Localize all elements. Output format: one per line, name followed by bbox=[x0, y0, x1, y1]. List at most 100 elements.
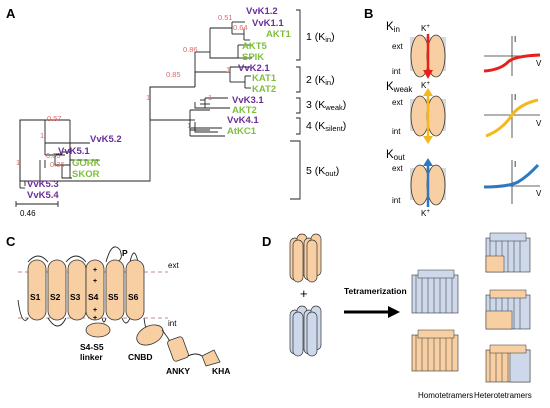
leaf-vvk5-1: VvK5.1 bbox=[58, 146, 90, 157]
segment-s1 bbox=[27, 259, 47, 321]
leaf-skor: SKOR bbox=[72, 169, 100, 180]
leaf-akt1: AKT1 bbox=[266, 29, 292, 40]
bootstrap-value: 0.85 bbox=[166, 70, 181, 79]
int-label: int bbox=[168, 319, 177, 328]
ext-label: ext bbox=[392, 42, 403, 51]
segment-label: S4 bbox=[88, 292, 99, 302]
channel-kweak bbox=[410, 88, 446, 144]
leaf-vvk1-2: VvK1.2 bbox=[246, 6, 278, 17]
plus-sign: + bbox=[300, 286, 308, 301]
scale-bar bbox=[15, 201, 59, 207]
int-label: int bbox=[392, 127, 401, 136]
v-axis-label: V bbox=[536, 189, 542, 198]
tetramerization-label: Tetramerization bbox=[344, 286, 407, 296]
ext-label: ext bbox=[392, 98, 403, 107]
bootstrap-value: 0.51 bbox=[218, 13, 233, 22]
svg-text:+: + bbox=[93, 267, 97, 274]
arrow-head-down bbox=[423, 136, 433, 144]
s4-s5-linker bbox=[85, 322, 111, 338]
cnbd-label: CNBD bbox=[128, 352, 153, 362]
linker-path bbox=[187, 353, 203, 357]
i-axis-label: I bbox=[514, 35, 516, 44]
bootstrap-value: 0.57 bbox=[47, 114, 62, 123]
k-ion-label: K+ bbox=[421, 81, 430, 90]
svg-text:+: + bbox=[93, 315, 97, 322]
segment-s4 bbox=[85, 259, 105, 321]
bootstrap-value: 1 bbox=[40, 131, 44, 140]
anky-label: ANKY bbox=[166, 366, 190, 376]
linker-label-2: linker bbox=[80, 352, 103, 362]
bootstrap-value: 1 bbox=[16, 158, 20, 167]
group-label-3: 3 (Kweak) bbox=[306, 99, 346, 112]
leaf-kat2: KAT2 bbox=[252, 84, 276, 95]
s4-plus-charges: ++++ bbox=[93, 267, 97, 322]
leaf-atkc1: AtKC1 bbox=[227, 126, 257, 137]
segment-label: S5 bbox=[108, 292, 119, 302]
iv-curve-kin bbox=[483, 36, 541, 76]
leaf-vvk4-1: VvK4.1 bbox=[227, 115, 259, 126]
panel-a-label: A bbox=[6, 6, 16, 21]
scale-bar-label: 0.46 bbox=[20, 209, 36, 218]
bootstrap-value: 0.64 bbox=[233, 23, 248, 32]
orange-subunit-bundle bbox=[289, 233, 322, 283]
group-label-1: 1 (Kin) bbox=[306, 31, 335, 44]
bootstrap-value: 1 bbox=[208, 93, 212, 102]
k-ion-label: K+ bbox=[421, 209, 430, 218]
svg-text:+: + bbox=[93, 278, 97, 285]
phylogenetic-tree bbox=[19, 21, 252, 189]
kha-label: KHA bbox=[212, 366, 230, 376]
channel-kin bbox=[410, 34, 446, 79]
panel-d-label: D bbox=[262, 234, 271, 249]
i-axis-label: I bbox=[514, 160, 516, 169]
leaf-vvk5-2: VvK5.2 bbox=[90, 134, 122, 145]
bootstrap-value: 0.86 bbox=[183, 45, 198, 54]
group-label-4: 4 (Ksilent) bbox=[306, 120, 346, 133]
i-axis-label: I bbox=[514, 93, 516, 102]
kin-label: Kin bbox=[386, 21, 400, 34]
kha-domain bbox=[201, 349, 221, 367]
bootstrap-value: 1 bbox=[187, 121, 191, 130]
leaf-spik: SPIK bbox=[242, 52, 264, 63]
blue-subunit-bundle bbox=[289, 305, 322, 357]
panel-c-label: C bbox=[6, 234, 16, 249]
segment-s6 bbox=[125, 259, 145, 321]
kweak-label: Kweak bbox=[386, 81, 413, 94]
segment-s2 bbox=[47, 259, 67, 321]
p-loop bbox=[105, 246, 122, 263]
leaf-vvk3-1: VvK3.1 bbox=[232, 95, 264, 106]
ext-label: ext bbox=[168, 261, 179, 270]
segment-label: S2 bbox=[50, 292, 61, 302]
leaf-vvk5-3: VvK5.3 bbox=[27, 179, 59, 190]
v-axis-label: V bbox=[536, 59, 542, 68]
bootstrap-value: 0.36 bbox=[50, 160, 65, 169]
leaf-gork: GORK bbox=[72, 158, 101, 169]
cnbd-domain bbox=[136, 324, 164, 346]
heterotetramers-label: Heterotetramers bbox=[474, 391, 532, 400]
arrow-head bbox=[388, 306, 400, 318]
arrow-head-up bbox=[423, 88, 433, 96]
bootstrap-value: 1 bbox=[146, 93, 150, 102]
leaf-kat1: KAT1 bbox=[252, 73, 277, 84]
homotetramers-label: Homotetramers bbox=[418, 391, 473, 400]
v-axis-label: V bbox=[536, 119, 542, 128]
leaf-vvk5-4: VvK5.4 bbox=[27, 190, 59, 201]
linker-label-1: S4-S5 bbox=[80, 342, 104, 352]
homotetramer-orange bbox=[411, 329, 459, 372]
leaf-vvk1-1: VvK1.1 bbox=[252, 18, 284, 29]
arrow-head-up bbox=[423, 158, 433, 166]
kout-label: Kout bbox=[386, 149, 406, 162]
ext-label: ext bbox=[392, 164, 403, 173]
bootstrap-value: 1 bbox=[226, 65, 230, 74]
group-label-5: 5 (Kout) bbox=[306, 165, 339, 178]
segment-label: S6 bbox=[128, 292, 139, 302]
panel-b-label: B bbox=[364, 6, 373, 21]
iv-curve-kout bbox=[483, 160, 540, 204]
p-loop-label: P bbox=[122, 248, 128, 258]
group-brackets bbox=[290, 9, 301, 200]
int-label: int bbox=[392, 196, 401, 205]
group-label-2: 2 (Kin) bbox=[306, 74, 335, 87]
heterotetramer-1 bbox=[485, 232, 531, 273]
channel-kout bbox=[410, 158, 446, 207]
segment-label: S1 bbox=[30, 292, 41, 302]
